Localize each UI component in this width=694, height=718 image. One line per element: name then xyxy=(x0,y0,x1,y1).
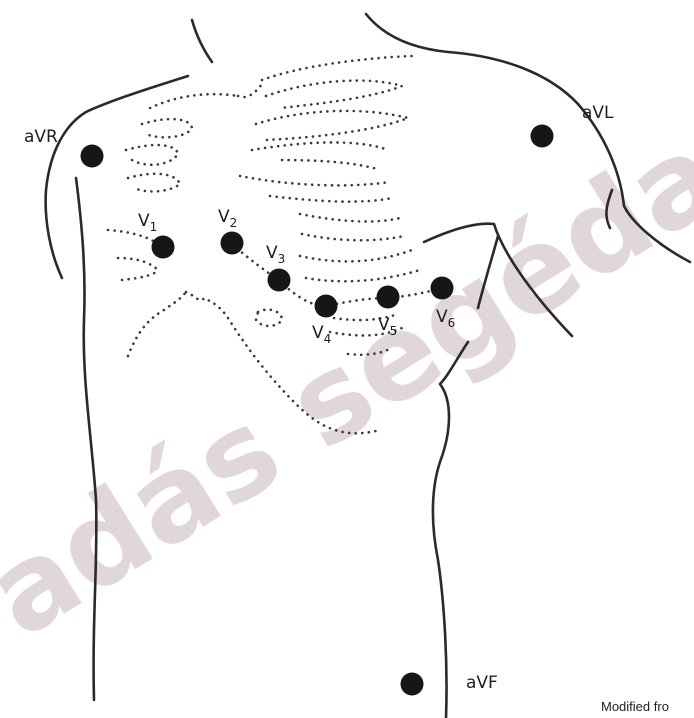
torso-outline xyxy=(44,12,692,718)
lead-labels: aVR aVL aVF V1 V2 V3 V4 V5 V6 xyxy=(24,103,614,693)
electrode-avl xyxy=(530,124,554,148)
rib-left-9 xyxy=(298,248,414,263)
rib-right-1 xyxy=(140,117,194,139)
left-arm-lower xyxy=(605,188,614,230)
rib-right-5 xyxy=(116,256,160,272)
electrode-v2 xyxy=(220,231,244,255)
electrode-v5 xyxy=(376,285,400,309)
electrode-avf xyxy=(400,672,424,696)
left-shoulder-line xyxy=(446,50,692,264)
label-v1: V1 xyxy=(138,211,157,234)
rib-left-8 xyxy=(300,232,406,242)
rib-right-3 xyxy=(126,172,182,193)
label-v3: V3 xyxy=(266,243,285,266)
electrode-v1 xyxy=(151,235,175,259)
label-v2: V2 xyxy=(218,207,237,230)
left-waist-line xyxy=(431,340,470,718)
rib-left-3 xyxy=(250,141,390,152)
watermark: adás segédanya xyxy=(0,0,694,664)
clavicle-right xyxy=(148,92,240,110)
electrode-v6 xyxy=(430,276,454,300)
label-v5: V5 xyxy=(378,315,397,338)
costal-margin-left xyxy=(226,316,382,435)
label-v6: V6 xyxy=(436,307,455,330)
watermark-text: adás segédanya xyxy=(0,0,694,664)
neck-right-line xyxy=(364,12,450,54)
neck-left-line xyxy=(190,18,214,64)
rib-right-6 xyxy=(120,270,158,282)
label-v4: V4 xyxy=(312,323,331,346)
electrodes xyxy=(80,124,554,696)
electrode-avr xyxy=(80,144,104,168)
rib-left-1 xyxy=(264,79,406,110)
costal-margin-right xyxy=(126,290,188,358)
electrode-v4 xyxy=(314,294,338,318)
rib-left-4 xyxy=(280,158,382,172)
rib-right-2 xyxy=(124,143,180,167)
clavicle-left xyxy=(260,54,414,82)
rib-left-6 xyxy=(268,194,394,203)
left-arm-upper xyxy=(422,222,574,338)
right-shoulder-line xyxy=(44,74,190,280)
label-avl: aVL xyxy=(582,103,614,123)
xiphoid xyxy=(184,290,230,320)
electrode-v3 xyxy=(267,268,291,292)
small-rib-oval xyxy=(254,308,284,328)
rib-left-11 xyxy=(332,312,400,322)
label-avf: aVF xyxy=(466,673,498,693)
rib-cage-dotted xyxy=(106,54,422,435)
sternum-top xyxy=(236,82,264,99)
label-avr: aVR xyxy=(24,127,58,147)
rib-left-7 xyxy=(298,212,402,223)
rib-left-2 xyxy=(254,109,413,142)
left-body-side xyxy=(476,234,500,310)
right-body-side xyxy=(74,176,98,702)
rib-left-5 xyxy=(238,174,392,187)
credit-text: Modified fro xyxy=(601,699,669,714)
